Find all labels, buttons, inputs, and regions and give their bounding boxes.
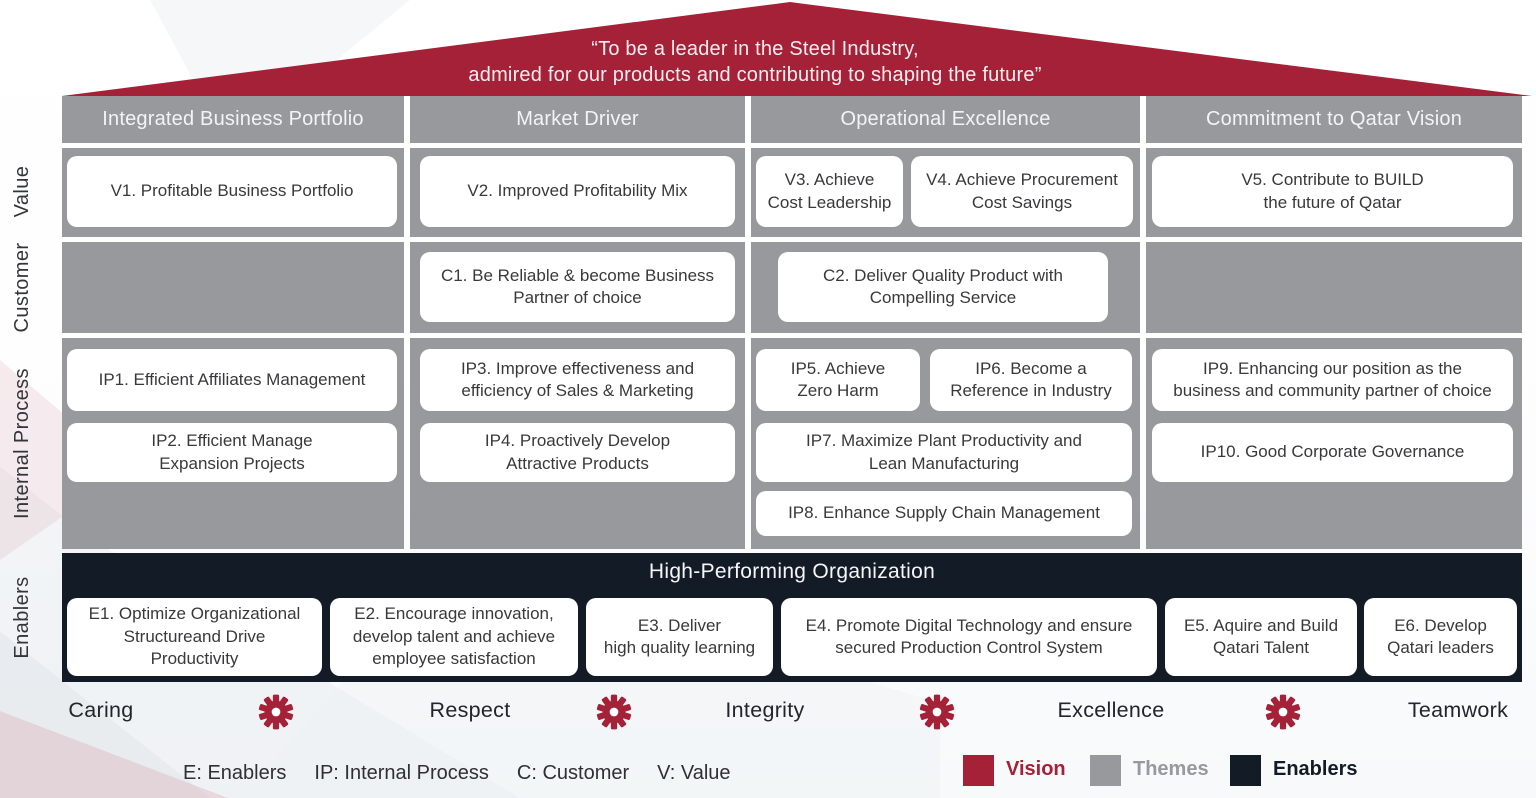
enablers-color-swatch xyxy=(1230,755,1261,786)
objective-c2: C2. Deliver Quality Product with Compell… xyxy=(778,252,1108,322)
enabler-e3: E3. Deliver high quality learning xyxy=(586,598,773,676)
vision-statement: “To be a leader in the Steel Industry, a… xyxy=(180,36,1330,88)
abbrev-internal-process: IP: Internal Process xyxy=(314,762,489,784)
enabler-e5: E5. Aquire and Build Qatari Talent xyxy=(1165,598,1357,676)
row-label-internal-process: Internal Process xyxy=(11,368,33,519)
gear-icon xyxy=(596,694,632,730)
vision-line-2: admired for our products and contributin… xyxy=(468,64,1042,86)
row-label-enablers: Enablers xyxy=(11,576,33,659)
gear-icon xyxy=(258,694,294,730)
enablers-legend-label: Enablers xyxy=(1273,758,1358,780)
objective-ip4: IP4. Proactively Develop Attractive Prod… xyxy=(420,423,735,482)
theme-header-integrated-business-portfolio: Integrated Business Portfolio xyxy=(62,96,404,143)
objective-ip1: IP1. Efficient Affiliates Management xyxy=(67,349,397,411)
enabler-e4: E4. Promote Digital Technology and ensur… xyxy=(781,598,1157,676)
gear-icon xyxy=(919,694,955,730)
objective-ip8: IP8. Enhance Supply Chain Management xyxy=(756,491,1132,536)
core-value-respect: Respect xyxy=(429,698,511,722)
theme-header-market-driver: Market Driver xyxy=(410,96,745,143)
abbrev-customer: C: Customer xyxy=(516,762,630,784)
enabler-e2: E2. Encourage innovation, develop talent… xyxy=(330,598,578,676)
core-value-excellence: Excellence xyxy=(1057,698,1165,722)
vision-triangle xyxy=(62,2,1532,96)
core-value-integrity: Integrity xyxy=(725,698,805,722)
abbrev-enablers: E: Enablers xyxy=(183,762,287,784)
core-value-caring: Caring xyxy=(68,698,134,722)
vision-line-1: “To be a leader in the Steel Industry, xyxy=(591,38,919,60)
objective-v3: V3. Achieve Cost Leadership xyxy=(756,156,903,227)
vision-color-swatch xyxy=(963,755,994,786)
objective-ip3: IP3. Improve effectiveness and efficienc… xyxy=(420,349,735,411)
objective-v2: V2. Improved Profitability Mix xyxy=(420,156,735,227)
core-value-teamwork: Teamwork xyxy=(1407,698,1509,722)
themes-legend-label: Themes xyxy=(1133,758,1209,780)
vision-legend-label: Vision xyxy=(1006,758,1066,780)
enabler-e1: E1. Optimize Organizational Structureand… xyxy=(67,598,322,676)
enabler-e6: E6. Develop Qatari leaders xyxy=(1364,598,1517,676)
objective-ip7: IP7. Maximize Plant Productivity and Lea… xyxy=(756,423,1132,482)
row-label-customer: Customer xyxy=(11,242,33,333)
objective-v1: V1. Profitable Business Portfolio xyxy=(67,156,397,227)
abbrev-value: V: Value xyxy=(657,762,731,784)
objective-ip6: IP6. Become a Reference in Industry xyxy=(930,349,1132,411)
row-label-value: Value xyxy=(11,165,33,218)
high-performing-organization-title: High-Performing Organization xyxy=(648,560,936,583)
themes-color-swatch xyxy=(1090,755,1121,786)
objective-ip5: IP5. Achieve Zero Harm xyxy=(756,349,920,411)
objective-ip10: IP10. Good Corporate Governance xyxy=(1152,423,1513,482)
objective-ip2: IP2. Efficient Manage Expansion Projects xyxy=(67,423,397,482)
customer-row-band-col1 xyxy=(62,242,404,333)
objective-c1: C1. Be Reliable & become Business Partne… xyxy=(420,252,735,322)
theme-header-commitment-to-qatar-vision: Commitment to Qatar Vision xyxy=(1146,96,1522,143)
customer-row-band-col4 xyxy=(1146,242,1522,333)
gear-icon xyxy=(1265,694,1301,730)
objective-v4: V4. Achieve Procurement Cost Savings xyxy=(911,156,1133,227)
objective-ip9: IP9. Enhancing our position as the busin… xyxy=(1152,349,1513,411)
objective-v5: V5. Contribute to BUILD the future of Qa… xyxy=(1152,156,1513,227)
abbreviation-legend: E: Enablers IP: Internal Process C: Cust… xyxy=(183,762,731,785)
theme-header-operational-excellence: Operational Excellence xyxy=(751,96,1140,143)
